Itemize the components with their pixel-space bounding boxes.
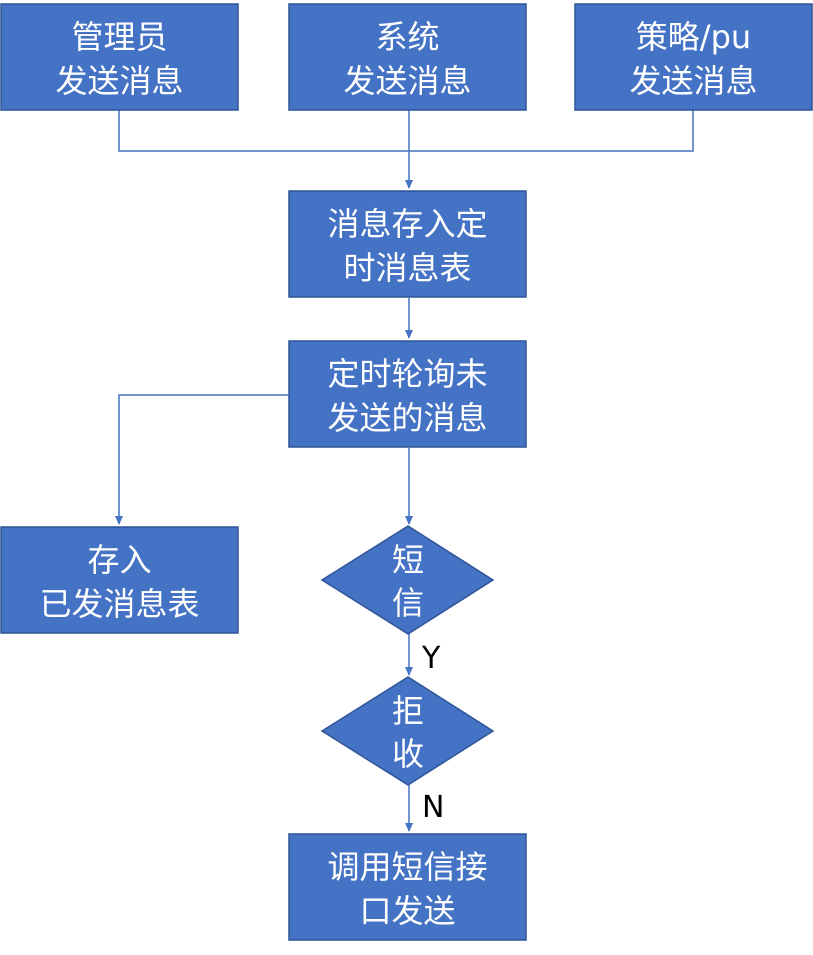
node-policy-send-line-2: 发送消息 <box>629 62 757 100</box>
node-is-rejected-line-1: 拒 <box>392 692 424 730</box>
node-is-sms: 短 信 <box>320 525 495 635</box>
node-is-rejected-diamond <box>320 676 495 786</box>
nodes-layer: 管理员 发送消息 系统 发送消息 策略/pu 发送消息 消息存入定 时消息表 定… <box>0 3 813 941</box>
node-poll-unsent-line-2: 发送的消息 <box>327 399 487 437</box>
node-store-timed-line-2: 时消息表 <box>343 249 471 287</box>
node-call-sms-api-line-2: 口发送 <box>359 892 455 930</box>
edges-layer <box>115 110 694 832</box>
node-is-rejected-line-2: 收 <box>392 735 424 773</box>
edge-labels-layer: Y N <box>421 641 444 825</box>
edge-poll-unsent-to-store-sent <box>115 394 290 525</box>
node-policy-send-box <box>574 3 813 111</box>
node-store-sent: 存入 已发消息表 <box>0 526 239 634</box>
node-call-sms-api-box <box>288 833 527 941</box>
node-policy-send: 策略/pu 发送消息 <box>574 3 813 111</box>
node-poll-unsent: 定时轮询未 发送的消息 <box>288 340 527 448</box>
node-system-send-line-2: 发送消息 <box>343 62 471 100</box>
node-admin-send: 管理员 发送消息 <box>0 3 239 111</box>
node-store-sent-box <box>0 526 239 634</box>
node-admin-send-line-1: 管理员 <box>71 18 167 56</box>
edge-policy-send-to-merge <box>409 110 694 152</box>
edge-label-yes: Y <box>421 641 441 676</box>
node-admin-send-box <box>0 3 239 111</box>
node-store-timed-box <box>288 190 527 298</box>
node-is-sms-line-2: 信 <box>392 584 424 622</box>
node-call-sms-api-line-1: 调用短信接 <box>327 848 487 886</box>
node-store-timed: 消息存入定 时消息表 <box>288 190 527 298</box>
node-policy-send-line-1: 策略/pu <box>636 18 751 56</box>
node-store-timed-line-1: 消息存入定 <box>327 205 487 243</box>
node-system-send-line-1: 系统 <box>375 18 439 56</box>
node-poll-unsent-box <box>288 340 527 448</box>
node-admin-send-line-2: 发送消息 <box>55 62 183 100</box>
node-call-sms-api: 调用短信接 口发送 <box>288 833 527 941</box>
node-is-sms-line-1: 短 <box>392 541 424 579</box>
node-store-sent-line-2: 已发消息表 <box>39 585 199 623</box>
node-store-sent-line-1: 存入 <box>87 541 151 579</box>
node-system-send: 系统 发送消息 <box>288 3 527 111</box>
node-is-rejected: 拒 收 <box>320 676 495 786</box>
node-is-sms-diamond <box>320 525 495 635</box>
edge-admin-send-to-merge <box>118 110 409 152</box>
node-system-send-box <box>288 3 527 111</box>
node-poll-unsent-line-1: 定时轮询未 <box>327 355 487 393</box>
edge-label-no: N <box>422 790 444 825</box>
